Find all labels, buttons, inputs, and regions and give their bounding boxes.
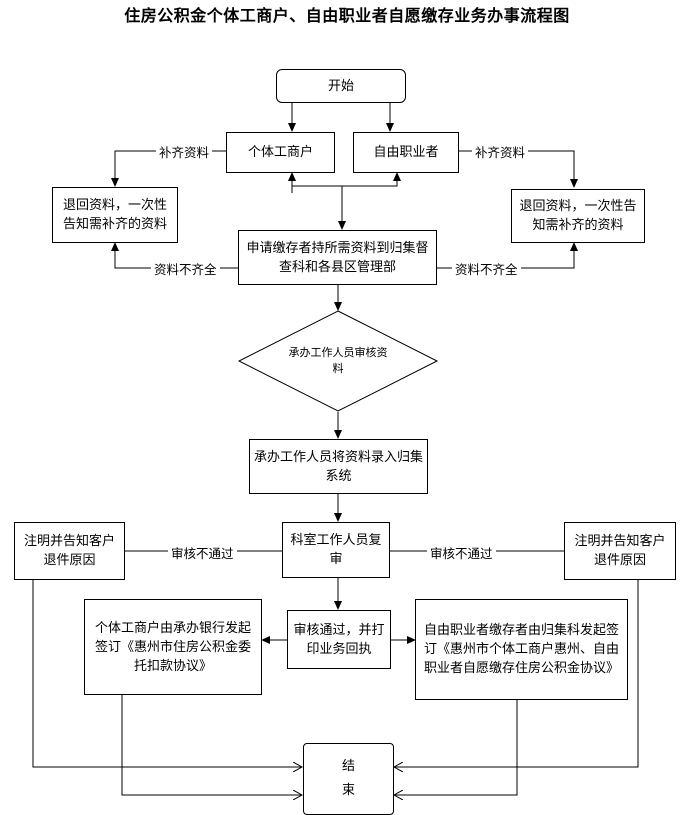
enter-system-node: 承办工作人员将资料录入归集系统 [249, 439, 428, 494]
submit-materials-label: 申请缴存者持所需资料到归集督查科和各县区管理部 [246, 240, 429, 275]
return-materials-left: 退回资料，一次性告知需补齐的资料 [52, 187, 178, 243]
diagram-title: 住房公积金个体工商户、自由职业者自愿缴存业务办事流程图 [124, 6, 570, 25]
return-right-label: 退回资料，一次性告知需补齐的资料 [519, 199, 637, 233]
edge-noteright-end [394, 580, 639, 767]
start-label: 开始 [327, 78, 354, 94]
supplement-right-label: 补齐资料 [472, 142, 529, 161]
start-node: 开始 [276, 69, 406, 103]
edge-noteleft-end [32, 580, 302, 767]
incomplete-left-label: 资料不齐全 [151, 259, 220, 278]
review-decision-label: 承办工作人员审核资料 [288, 346, 388, 375]
approved-print-label: 审核通过，并打印业务回执 [293, 622, 385, 657]
incomplete-right-label: 资料不齐全 [452, 259, 521, 278]
edge-merge-branch [291, 172, 401, 193]
freelancer-label: 自由职业者 [373, 145, 439, 160]
sign-business-label: 个体工商户由承办银行发起签订《惠州市住房公积金委托扣款协议》 [94, 620, 251, 674]
edge-signbiz-end [121, 695, 302, 795]
recheck-label: 科室工作人员复审 [290, 533, 382, 567]
individual-business-label: 个体工商户 [247, 145, 313, 160]
submit-materials-node: 申请缴存者持所需资料到归集督查科和各县区管理部 [238, 230, 437, 285]
approved-print-node: 审核通过，并打印业务回执 [287, 610, 391, 669]
fail-left-label: 审核不通过 [168, 543, 237, 562]
return-left-label: 退回资料，一次性告知需补齐的资料 [62, 198, 167, 232]
individual-business-node: 个体工商户 [226, 132, 335, 173]
end-label-2: 束 [341, 783, 355, 798]
note-right-node: 注明并告知客户退件原因 [564, 522, 676, 580]
note-left-node: 注明并告知客户退件原因 [14, 522, 125, 580]
enter-system-label: 承办工作人员将资料录入归集系统 [254, 449, 424, 484]
sign-freelancer-label: 自由职业者缴存者由归集科发起签订《惠州市个体工商户惠州、自由职业者自愿缴存住房公… [423, 623, 619, 676]
review-diamond [237, 310, 439, 412]
end-label-1: 结 [341, 759, 355, 774]
note-right-label: 注明并告知客户退件原因 [574, 534, 666, 568]
recheck-node: 科室工作人员复审 [282, 522, 390, 578]
supplement-left-label: 补齐资料 [156, 142, 213, 161]
sign-freelancer-node: 自由职业者缴存者由归集科发起签订《惠州市个体工商户惠州、自由职业者自愿缴存住房公… [415, 599, 628, 700]
end-node: 结 束 [303, 743, 394, 815]
edge-signfree-end [394, 700, 518, 795]
note-left-label: 注明并告知客户退件原因 [23, 534, 115, 568]
freelancer-node: 自由职业者 [353, 132, 459, 173]
fail-right-label: 审核不通过 [427, 543, 496, 562]
return-materials-right: 退回资料，一次性告知需补齐的资料 [511, 189, 645, 243]
sign-business-node: 个体工商户由承办银行发起签订《惠州市住房公积金委托扣款协议》 [84, 599, 262, 695]
